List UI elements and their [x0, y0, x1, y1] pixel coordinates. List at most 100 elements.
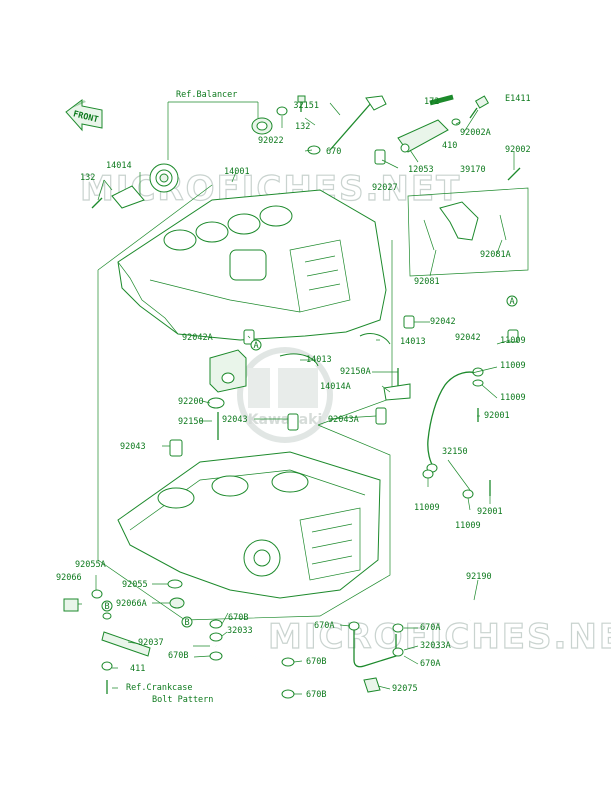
callout-92190: 92190: [466, 572, 492, 582]
dowel-92043-mid-icon: [287, 413, 299, 431]
lower-crankcase-icon: [117, 451, 381, 599]
callout-14013-left: 14013: [306, 355, 332, 365]
bolt-92002a-icon: [469, 95, 490, 119]
ref-crankcase-label-line2: Bolt Pattern: [152, 695, 213, 705]
callout-92001-upper: 92001: [484, 411, 510, 421]
callout-14001: 14001: [224, 167, 250, 177]
plate-14014a-icon: [383, 383, 411, 401]
oring-670-icon: [307, 145, 321, 155]
callout-32033a: 32033A: [420, 641, 451, 651]
callout-92042-far-right: 92042: [455, 333, 481, 343]
callout-92066a: 92066A: [116, 599, 147, 609]
marker-a-right: A: [506, 295, 518, 307]
callout-14014a: 14014A: [320, 382, 351, 392]
cap-block-92200-icon: [209, 349, 247, 393]
callout-92081a: 92081A: [480, 250, 511, 260]
washer-92200-icon: [207, 397, 225, 409]
bolt-92002-icon: [507, 167, 521, 181]
pin-172-icon: [429, 94, 454, 106]
shift-shaft-icon: [329, 95, 387, 151]
callout-92043a: 92043A: [328, 415, 359, 425]
washer-11009-lower-b-icon: [462, 489, 474, 499]
callout-11009-c: 11009: [500, 393, 526, 403]
plate-14014-icon: [111, 185, 145, 209]
kawasaki-logo-watermark: Kawasaki: [237, 347, 333, 443]
washer-11009-lower-a-icon: [422, 469, 434, 479]
marker-a-left: A: [250, 339, 262, 351]
callout-92043-mid: 92043: [222, 415, 248, 425]
callout-11009-d: 11009: [414, 503, 440, 513]
drain-plug-92066-icon: [63, 598, 79, 612]
callout-14014: 14014: [106, 161, 132, 171]
bolt-132-right-icon: [297, 95, 306, 112]
callout-32151: 32151: [293, 101, 319, 111]
svg-text:B: B: [104, 602, 109, 612]
callout-410: 410: [442, 141, 457, 151]
bolt-crankcase-icon: [101, 612, 113, 694]
dowel-92043-left-icon: [169, 439, 183, 457]
bearing-14013-left-icon: [279, 353, 319, 367]
front-arrow-icon: FRONT: [65, 99, 103, 132]
callout-670a-3: 670A: [420, 659, 440, 669]
washer-410-icon: [451, 118, 461, 126]
dowel-92042-right-icon: [403, 315, 415, 329]
callout-92042-right: 92042: [430, 317, 456, 327]
dowel-92043a-icon: [375, 407, 387, 425]
plug-92066a-icon: [169, 597, 185, 609]
diagram-code: E1411: [505, 94, 531, 104]
callout-12053: 12053: [408, 165, 434, 175]
oil-pipe-32033-icon: [209, 619, 295, 699]
callout-670b-3: 670B: [306, 657, 326, 667]
dowel-92042-b-icon: [507, 329, 519, 343]
callout-92150a: 92150A: [340, 367, 371, 377]
ref-balancer-label: Ref.Balancer: [176, 90, 237, 100]
svg-text:B: B: [184, 618, 189, 628]
callout-92022: 92022: [258, 136, 284, 146]
bolt-132-left-icon: [91, 197, 103, 209]
watermark-bottom: MICROFICHES.NET: [268, 617, 611, 657]
hose-92190-icon: [467, 589, 529, 621]
oring-92055a-icon: [91, 589, 103, 599]
callout-11009-e: 11009: [455, 521, 481, 531]
balancer-bearing-large-icon: [149, 163, 179, 193]
callout-92055: 92055: [122, 580, 148, 590]
callout-92066: 92066: [56, 573, 82, 583]
callout-11009-a: 11009: [500, 336, 526, 346]
callout-670a-2: 670A: [420, 623, 440, 633]
callout-32150: 32150: [442, 447, 468, 457]
shift-drum-cam-12053-icon: [397, 119, 449, 153]
callout-39170: 39170: [460, 165, 486, 175]
marker-b-mid: B: [181, 616, 193, 628]
callout-92055a: 92055A: [75, 560, 106, 570]
callout-14013-right: 14013: [400, 337, 426, 347]
callout-11009-b: 11009: [500, 361, 526, 371]
callout-92001-lower: 92001: [477, 507, 503, 517]
callout-132-right: 132: [295, 122, 310, 132]
svg-text:A: A: [253, 341, 258, 351]
callout-411: 411: [130, 664, 145, 674]
washer-92022-icon: [276, 106, 288, 116]
svg-text:A: A: [509, 297, 514, 307]
plate-92037-icon: [101, 631, 151, 657]
watermark-center: Kawasaki: [248, 412, 323, 428]
callout-92075: 92075: [392, 684, 418, 694]
callout-92037: 92037: [138, 638, 164, 648]
callout-92200: 92200: [178, 397, 204, 407]
callout-670a-1: 670A: [314, 621, 334, 631]
callout-172: 172: [424, 97, 439, 107]
bearing-14013-right-icon: [359, 333, 391, 345]
callout-670b-4: 670B: [306, 690, 326, 700]
callout-92002: 92002: [505, 145, 531, 155]
callout-92042a: 92042A: [182, 333, 213, 343]
upper-crankcase-icon: [117, 189, 387, 341]
oring-92055-icon: [167, 579, 183, 589]
oil-pipe-32150-icon: [426, 367, 484, 473]
ref-crankcase-label-line1: Ref.Crankcase: [126, 683, 193, 693]
callout-32033: 32033: [227, 626, 253, 636]
stopper-lever-icon: [423, 201, 507, 251]
callout-92081: 92081: [414, 277, 440, 287]
callout-132-left: 132: [80, 173, 95, 183]
callout-670b-2: 670B: [168, 651, 188, 661]
callout-92027: 92027: [372, 183, 398, 193]
